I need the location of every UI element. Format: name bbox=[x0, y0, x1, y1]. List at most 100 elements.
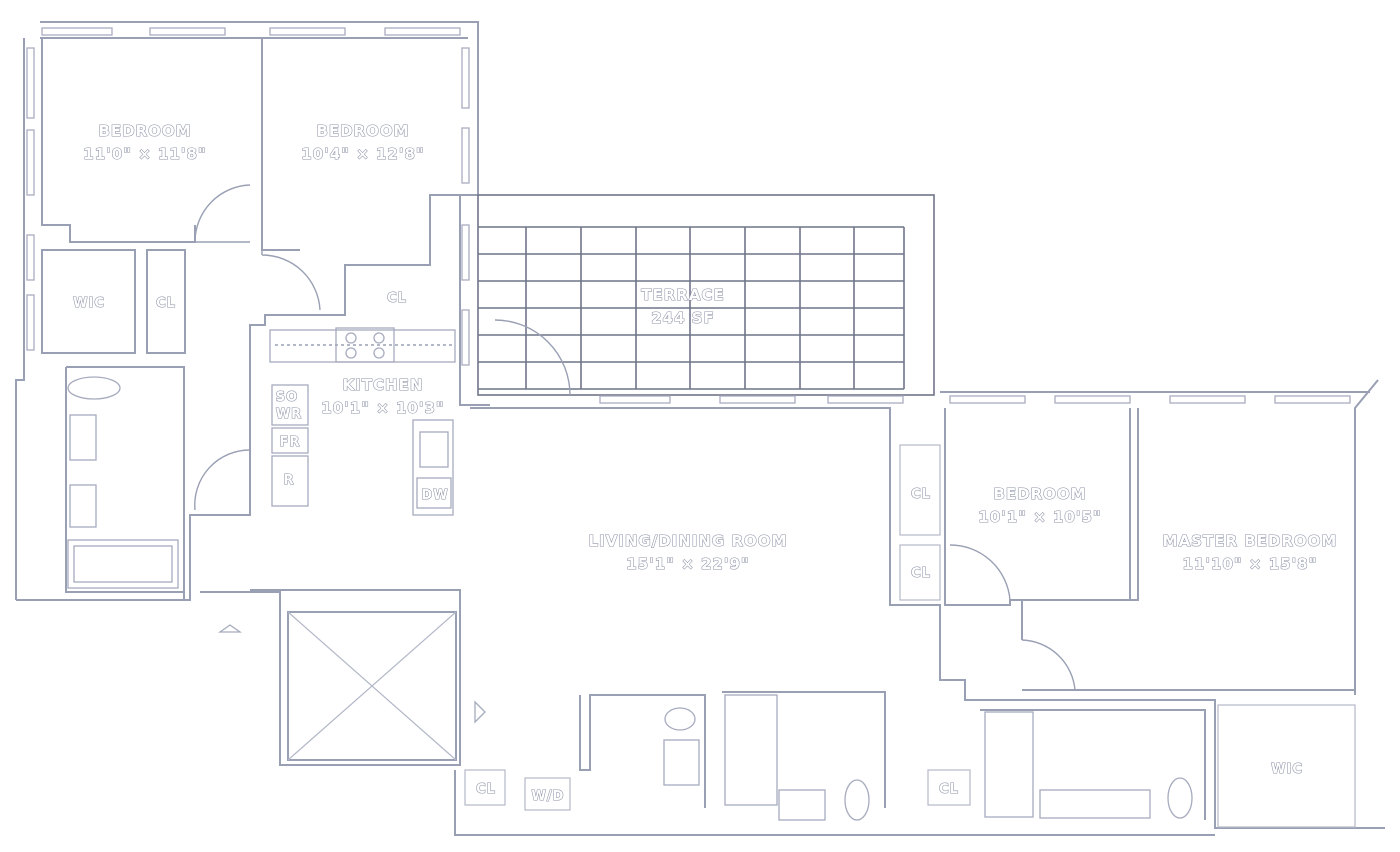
fr-label: FR bbox=[280, 435, 301, 450]
closet-box bbox=[899, 544, 941, 601]
closet-label: CL bbox=[476, 782, 496, 797]
elevator-cross bbox=[287, 611, 457, 761]
terrace-outline bbox=[477, 194, 935, 396]
wall-bedroom3 bbox=[944, 408, 1131, 606]
so-label: SO bbox=[276, 390, 298, 405]
window bbox=[26, 129, 35, 196]
toilet-icon bbox=[844, 779, 870, 821]
kitchen-fixtures bbox=[269, 327, 456, 516]
wall-bottom-main bbox=[454, 770, 1215, 836]
room-dims: 11'0" × 11'8" bbox=[83, 145, 206, 163]
wd-label: W/D bbox=[532, 789, 565, 804]
door-swing bbox=[949, 544, 1011, 601]
window bbox=[949, 395, 1026, 404]
doors bbox=[194, 184, 1076, 691]
bath-fixtures bbox=[67, 376, 1193, 821]
elevator-box bbox=[287, 611, 457, 761]
room-dims: 10'1" × 10'5" bbox=[978, 508, 1101, 526]
wall-bath-left bbox=[66, 366, 185, 600]
window bbox=[827, 395, 904, 404]
small-labels: WIC CL CL SO WR FR R DW CL CL CL W/D CL … bbox=[73, 290, 1303, 804]
room-dims: 244 SF bbox=[651, 309, 715, 327]
window bbox=[461, 47, 470, 109]
windows bbox=[26, 27, 1351, 404]
room-name: BEDROOM bbox=[993, 485, 1086, 503]
window bbox=[599, 395, 671, 404]
bathtub-inner bbox=[73, 545, 173, 583]
elevator-shaft bbox=[217, 611, 486, 761]
room-dims: 11'10" × 15'8" bbox=[1183, 555, 1318, 573]
terrace-grid bbox=[478, 226, 905, 390]
room-name: LIVING/DINING ROOM bbox=[589, 532, 788, 550]
closet-label: CL bbox=[939, 782, 959, 797]
sink-icon bbox=[664, 707, 696, 731]
burner-icon bbox=[345, 347, 357, 359]
closet-label: CL bbox=[911, 566, 931, 581]
wall-master-left bbox=[1021, 408, 1139, 640]
door-swing bbox=[494, 319, 571, 396]
window bbox=[269, 27, 346, 36]
wall-terrace-left bbox=[459, 195, 490, 406]
closet-box bbox=[464, 769, 506, 806]
room-name: BEDROOM bbox=[316, 122, 409, 140]
sink-icon bbox=[419, 431, 449, 468]
wr-label: WR bbox=[276, 407, 302, 422]
so-wr-box bbox=[271, 384, 309, 426]
r-label: R bbox=[283, 473, 294, 488]
wall-bath-left-inner bbox=[65, 367, 184, 593]
door-swing bbox=[261, 250, 321, 311]
sink-counter bbox=[412, 419, 454, 516]
room-dims: 10'1" × 10'3" bbox=[321, 399, 444, 417]
door-swing bbox=[1021, 639, 1076, 691]
closet-label: CL bbox=[911, 487, 931, 502]
window bbox=[719, 395, 796, 404]
window bbox=[1169, 395, 1246, 404]
window bbox=[26, 234, 35, 281]
wall-bedroom-divider bbox=[261, 38, 300, 251]
window bbox=[461, 127, 470, 184]
room-name: TERRACE bbox=[641, 286, 724, 304]
wall-bath-right bbox=[980, 709, 1206, 820]
vanity-icon bbox=[663, 739, 700, 786]
vanity-icon bbox=[69, 484, 97, 528]
closet-label: CL bbox=[156, 296, 176, 311]
range-icon bbox=[335, 327, 395, 363]
shower-icon bbox=[724, 694, 778, 806]
closet-box bbox=[899, 444, 941, 536]
double-vanity-icon bbox=[1039, 789, 1151, 819]
wall-left-wing bbox=[16, 21, 479, 601]
window bbox=[1054, 395, 1131, 404]
sink-icon bbox=[67, 376, 121, 400]
bathtub-icon bbox=[67, 539, 179, 589]
room-name: BEDROOM bbox=[98, 122, 191, 140]
dw-box bbox=[416, 477, 452, 509]
wic-label: WIC bbox=[73, 296, 105, 311]
burner-icon bbox=[373, 332, 385, 344]
kitchen-counter bbox=[269, 329, 456, 363]
window bbox=[384, 27, 461, 36]
dw-label: DW bbox=[421, 488, 448, 503]
closet-label: CL bbox=[387, 291, 407, 306]
door-swing bbox=[194, 184, 251, 243]
wall-bedroom1-bottom bbox=[41, 38, 196, 243]
toilet-icon bbox=[1167, 777, 1193, 819]
wall-cl-left bbox=[146, 249, 186, 354]
closets bbox=[464, 444, 1356, 828]
closet-box bbox=[524, 777, 571, 811]
vanity-icon bbox=[69, 414, 97, 461]
window bbox=[26, 47, 35, 119]
walls bbox=[15, 21, 1385, 836]
shower-icon bbox=[984, 711, 1034, 818]
room-labels: BEDROOM 11'0" × 11'8" BEDROOM 10'4" × 12… bbox=[83, 121, 1337, 573]
closet-box bbox=[1217, 704, 1356, 828]
room-dims: 15'1" × 22'9" bbox=[626, 555, 749, 573]
closet-box bbox=[927, 769, 971, 806]
r-box bbox=[271, 455, 309, 507]
tub-icon bbox=[778, 789, 826, 821]
burner-icon bbox=[373, 347, 385, 359]
wall-bottom-ledge bbox=[579, 694, 706, 808]
wall-living bbox=[470, 407, 1385, 829]
wall-bottom-stair bbox=[200, 589, 461, 766]
entry-arrow-icon bbox=[474, 700, 486, 724]
